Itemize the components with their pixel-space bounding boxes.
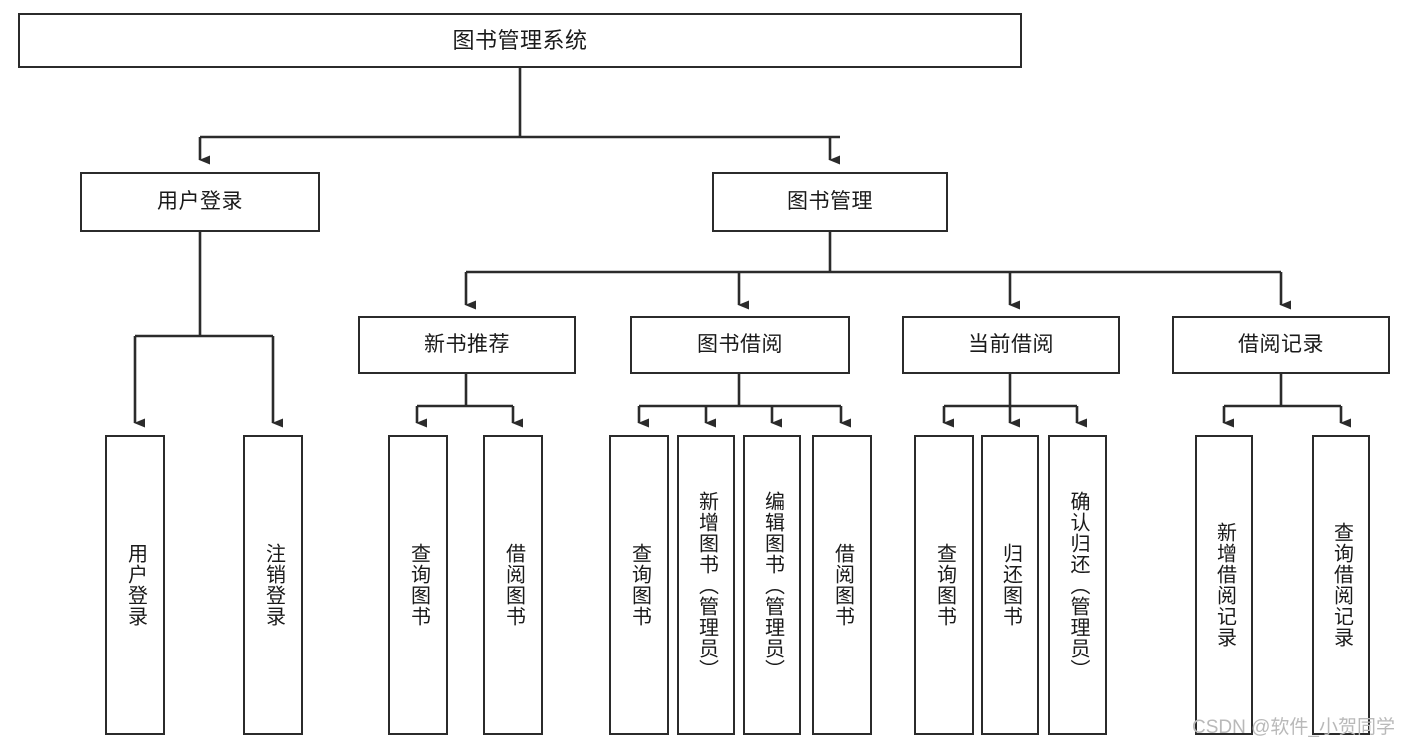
edge-borrow-record-to-leaves [1222,374,1351,428]
node-leaf-user-login[interactable]: 用户登录 [105,435,165,735]
node-label: 借阅记录 [1238,332,1324,356]
edge-book-borrow-to-leaves [637,374,851,428]
node-label: 归还图书 [999,543,1022,627]
node-leaf-add-record[interactable]: 新增借阅记录 [1195,435,1253,735]
node-label: 新增图书（管理员） [695,490,718,680]
node-user-login[interactable]: 用户登录 [80,172,320,232]
node-leaf-return-book[interactable]: 归还图书 [981,435,1039,735]
node-label: 新书推荐 [424,332,510,356]
node-current-borrow[interactable]: 当前借阅 [902,316,1120,374]
node-label: 借阅图书 [502,543,525,627]
node-label: 用户登录 [157,189,243,213]
node-leaf-borrow-book-1[interactable]: 借阅图书 [483,435,543,735]
node-leaf-query-book-2[interactable]: 查询图书 [609,435,669,735]
edge-new-book-recommend-to-leaves [415,374,523,428]
node-label: 图书管理系统 [452,27,588,53]
csdn-watermark: CSDN @软件_小贺同学 [1192,717,1395,738]
edge-user-login-to-leaves [133,232,283,428]
node-root-book-management-system[interactable]: 图书管理系统 [18,13,1022,68]
node-label: 查询图书 [933,543,956,627]
node-label: 查询借阅记录 [1330,522,1353,648]
node-label: 注销登录 [262,543,285,627]
node-label: 查询图书 [407,543,430,627]
node-label: 当前借阅 [968,332,1054,356]
node-label: 用户登录 [124,543,147,627]
edge-root-to-level2 [198,68,840,165]
edge-book-manage-to-level3 [464,232,1291,310]
node-label: 借阅图书 [831,543,854,627]
node-leaf-confirm-return[interactable]: 确认归还（管理员） [1048,435,1107,735]
node-borrow-record[interactable]: 借阅记录 [1172,316,1390,374]
node-leaf-query-record[interactable]: 查询借阅记录 [1312,435,1370,735]
node-label: 查询图书 [628,543,651,627]
edge-current-borrow-to-leaves [942,374,1087,428]
node-label: 新增借阅记录 [1213,522,1236,648]
node-label: 图书管理 [787,189,873,213]
node-new-book-recommend[interactable]: 新书推荐 [358,316,576,374]
node-leaf-add-book[interactable]: 新增图书（管理员） [677,435,735,735]
node-book-borrow[interactable]: 图书借阅 [630,316,850,374]
node-book-manage[interactable]: 图书管理 [712,172,948,232]
node-leaf-logout-login[interactable]: 注销登录 [243,435,303,735]
node-leaf-borrow-book-2[interactable]: 借阅图书 [812,435,872,735]
node-leaf-edit-book[interactable]: 编辑图书（管理员） [743,435,801,735]
node-leaf-query-book-3[interactable]: 查询图书 [914,435,974,735]
node-leaf-query-book-1[interactable]: 查询图书 [388,435,448,735]
node-label: 编辑图书（管理员） [761,490,784,680]
node-label: 确认归还（管理员） [1067,490,1089,680]
node-label: 图书借阅 [697,332,783,356]
